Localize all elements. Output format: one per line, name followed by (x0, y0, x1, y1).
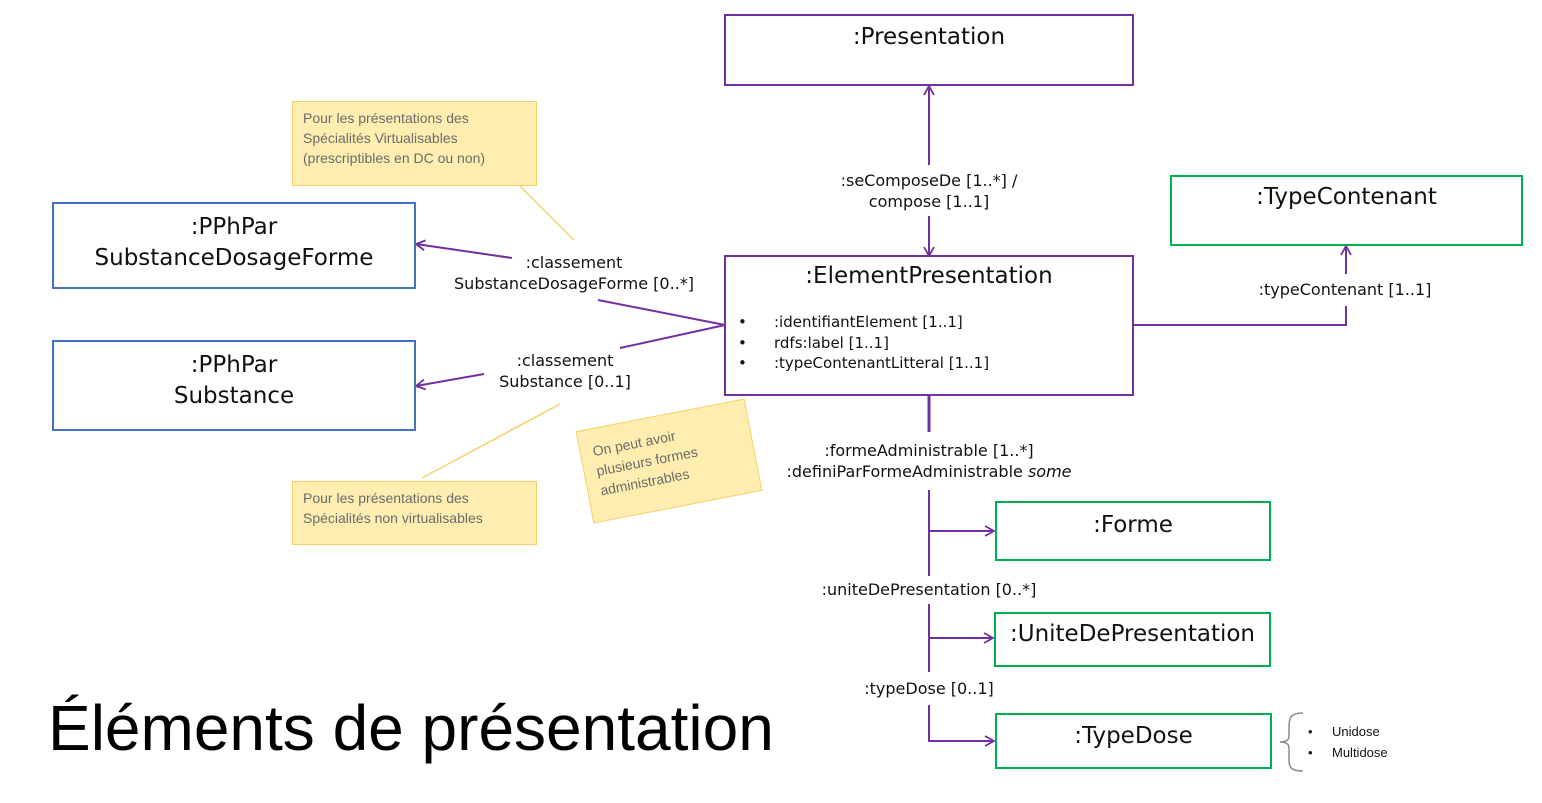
class-presentation-label: :Presentation (852, 24, 1006, 50)
edge-type-contenant (1133, 306, 1347, 326)
note-virtualisables-line1: Pour les présentations des (303, 110, 469, 126)
class-type-contenant-label: :TypeContenant (1256, 184, 1437, 210)
relation-unite-de-presentation: :uniteDePresentation [0..*] (821, 580, 1037, 599)
relation-classement-substance-line2: Substance [0..1] (499, 372, 631, 391)
relation-defini-par-text: :definiParFormeAdministrable (786, 462, 1028, 481)
relation-se-compose-de-line2: compose [1..1] (868, 192, 990, 211)
class-type-dose-label: :TypeDose (1074, 723, 1193, 749)
class-type-contenant: :TypeContenant (1170, 175, 1523, 246)
class-presentation: :Presentation (724, 14, 1134, 86)
class-unite-de-presentation-label: :UniteDePresentation (1009, 621, 1256, 647)
edge-classement-sdf (597, 299, 726, 326)
page-title: Éléments de présentation (48, 692, 774, 764)
class-forme: :Forme (995, 501, 1271, 561)
relation-type-dose: :typeDose [0..1] (864, 679, 994, 698)
attribute-item: :typeContenantLitteral [1..1] (738, 353, 989, 374)
relation-se-compose-de-line1: :seComposeDe [1..*] / (840, 171, 1018, 190)
type-dose-brace (1279, 712, 1304, 772)
class-pphpar-substance-dosage-forme: :PPhPar SubstanceDosageForme (52, 202, 416, 289)
note-non-virtualisables-line2: Spécialités non virtualisables (303, 510, 483, 526)
type-dose-values: Unidose Multidose (1306, 721, 1388, 763)
note-connector-virtualisables (519, 185, 575, 241)
class-pphpar-sdf-label-line2: SubstanceDosageForme (94, 245, 374, 271)
class-forme-label: :Forme (1093, 512, 1173, 538)
relation-forme-administrable-line1: :formeAdministrable [1..*] (824, 441, 1034, 460)
relation-type-contenant: :typeContenant [1..1] (1258, 280, 1432, 299)
attribute-item: :identifiantElement [1..1] (738, 312, 989, 333)
class-element-presentation: :ElementPresentation :identifiantElement… (724, 255, 1134, 396)
relation-classement-sdf-line1: :classement (525, 253, 623, 272)
class-pphpar-substance-label-line1: :PPhPar (190, 352, 278, 378)
note-non-virtualisables: Pour les présentations des Spécialités n… (292, 481, 537, 545)
relation-defini-par-quantifier: some (1027, 462, 1072, 481)
relation-classement-sdf-line2: SubstanceDosageForme [0..*] (454, 274, 694, 293)
relation-forme-administrable: :formeAdministrable [1..*] :definiParFor… (760, 440, 1098, 482)
relation-classement-sdf: :classement SubstanceDosageForme [0..*] (432, 252, 716, 294)
attribute-item: rdfs:label [1..1] (738, 333, 989, 354)
relation-defini-par-forme-administrable: :definiParFormeAdministrable some (760, 461, 1098, 482)
attribute-list: :identifiantElement [1..1] rdfs:label [1… (738, 312, 989, 374)
class-pphpar-sdf-label-line1: :PPhPar (190, 214, 278, 240)
type-dose-value: Unidose (1306, 721, 1388, 742)
note-connector-non-virtualisables (421, 403, 561, 479)
class-element-presentation-label: :ElementPresentation (805, 263, 1053, 289)
note-virtualisables-line3: (prescriptibles en DC ou non) (303, 150, 486, 166)
class-unite-de-presentation: :UniteDePresentation (994, 612, 1271, 667)
relation-classement-substance-line1: :classement (516, 351, 614, 370)
note-virtualisables-line2: Spécialités Virtualisables (303, 130, 458, 146)
edge-trunk-bottom (928, 705, 996, 747)
class-type-dose: :TypeDose (995, 713, 1272, 769)
relation-se-compose-de: :seComposeDe [1..*] / compose [1..1] (810, 170, 1048, 212)
note-non-virtualisables-line1: Pour les présentations des (303, 490, 469, 506)
note-virtualisables: Pour les présentations des Spécialités V… (292, 101, 537, 186)
edge-classement-substance-arrow (414, 373, 485, 391)
class-pphpar-substance: :PPhPar Substance (52, 340, 416, 431)
edge-classement-sdf-arrow (414, 239, 513, 259)
edge-classement-substance (619, 324, 726, 349)
type-dose-value: Multidose (1306, 742, 1388, 763)
relation-classement-substance: :classement Substance [0..1] (470, 350, 660, 392)
class-pphpar-substance-label-line2: Substance (173, 383, 295, 409)
